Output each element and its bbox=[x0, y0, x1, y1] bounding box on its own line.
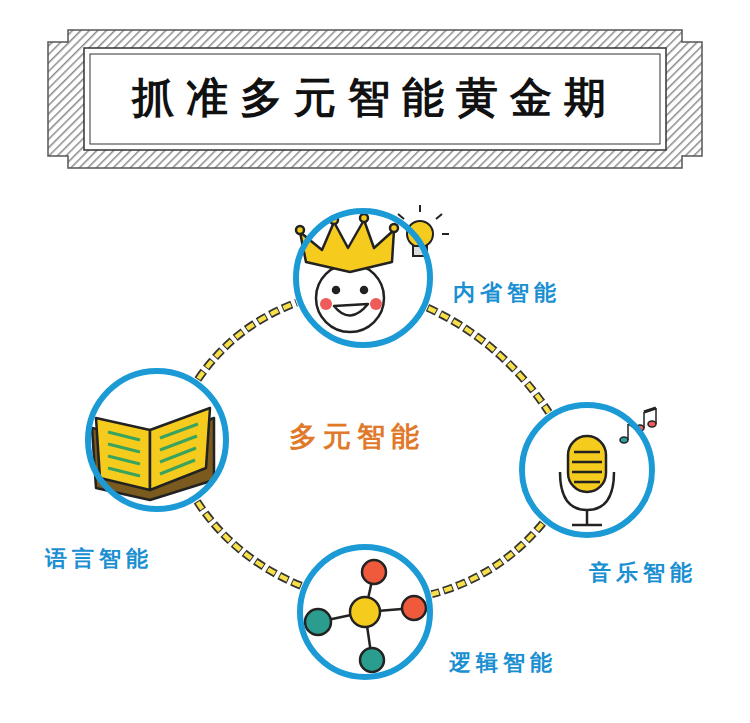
circle-outline bbox=[519, 402, 655, 538]
circle-outline bbox=[297, 544, 433, 680]
dashed-connector bbox=[197, 501, 301, 586]
intelligence-circle: 音乐智能 bbox=[519, 402, 655, 538]
dashed-connector bbox=[432, 523, 543, 594]
book-icon bbox=[92, 408, 214, 500]
center-label: 多元智能 bbox=[289, 418, 425, 456]
intelligence-circle: 语言智能 bbox=[85, 368, 229, 512]
molecule-icon bbox=[305, 560, 426, 672]
microphone-icon bbox=[560, 436, 614, 525]
intelligence-label: 音乐智能 bbox=[589, 558, 697, 588]
intelligence-label: 逻辑智能 bbox=[449, 648, 557, 678]
intelligence-label: 语言智能 bbox=[45, 544, 153, 574]
intelligence-label: 内省智能 bbox=[453, 278, 561, 308]
dashed-connector bbox=[427, 308, 548, 413]
intelligence-circle: 逻辑智能 bbox=[297, 544, 433, 680]
intelligence-circle: 内省智能 bbox=[293, 208, 433, 348]
circle-outline bbox=[293, 208, 433, 348]
title-text: 抓准多元智能黄金期 bbox=[0, 70, 750, 126]
dashed-connector bbox=[198, 303, 297, 380]
circle-outline bbox=[85, 368, 229, 512]
